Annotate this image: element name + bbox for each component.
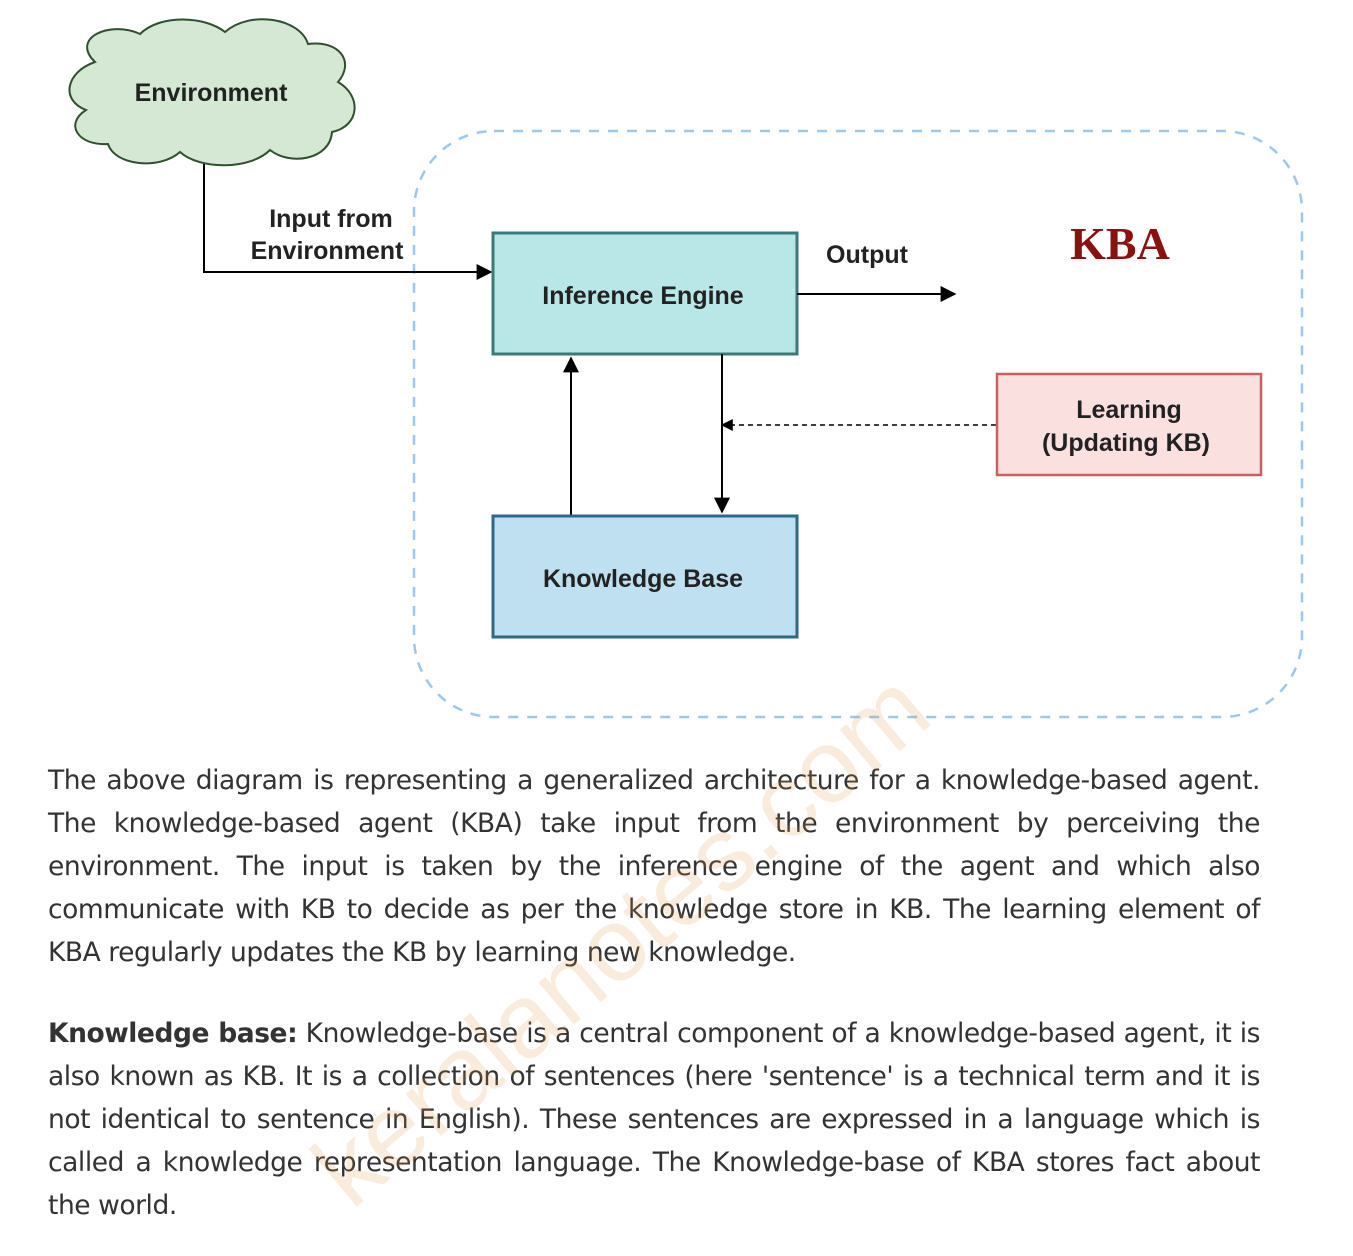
output-label: Output <box>826 241 909 269</box>
learning-label-line1: Learning <box>1076 396 1182 424</box>
input-arrow <box>203 164 493 280</box>
knowledge-base-box <box>491 514 799 639</box>
learning-box <box>995 372 1263 477</box>
environment-label: Environment <box>135 79 288 107</box>
learning-label-line2: (Updating KB) <box>1042 429 1210 457</box>
diagram-description-paragraph: The above diagram is representing a gene… <box>48 765 1260 968</box>
input-label-line1: Input from <box>269 205 393 233</box>
kba-title: KBA <box>1070 218 1170 269</box>
inference-engine-label: Inference Engine <box>542 282 744 310</box>
kba-architecture-diagram: Environment Input from Environment Infer… <box>68 18 1304 719</box>
input-label-line2: Environment <box>251 237 404 265</box>
inference-engine-box <box>491 231 799 356</box>
diagram-canvas: Environment Input from Environment Infer… <box>68 18 1304 719</box>
knowledge-base-label: Knowledge Base <box>543 565 743 593</box>
knowledge-base-term: Knowledge base: <box>48 1018 298 1049</box>
knowledge-base-definition: Knowledge-base is a central component of… <box>48 1018 1260 1221</box>
environment-cloud <box>68 18 356 167</box>
kba-boundary <box>412 129 1304 719</box>
knowledge-base-paragraph: Knowledge base: Knowledge-base is a cent… <box>48 1012 1260 1227</box>
